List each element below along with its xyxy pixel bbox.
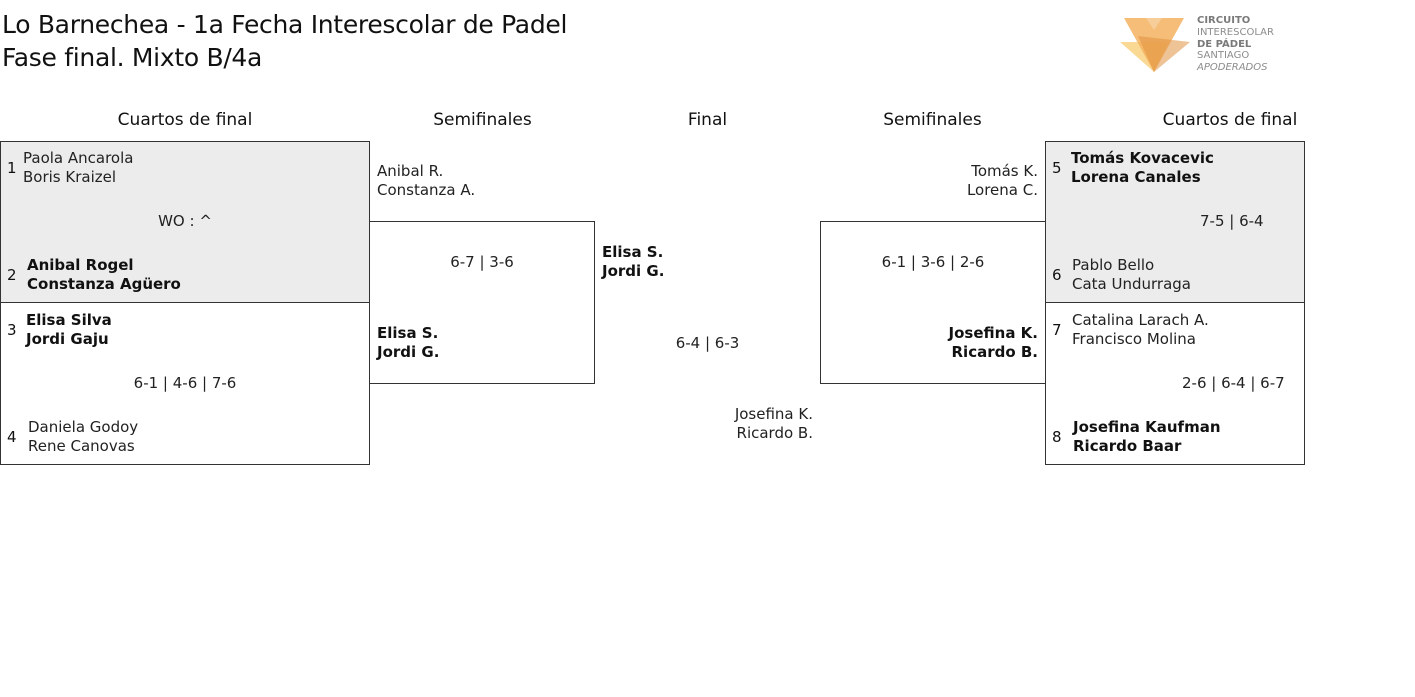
round-header-right-semis: Semifinales [883,110,982,130]
logo-line-3: DE PÁDEL [1197,38,1252,50]
team-catalina-francisco: Catalina Larach A. Francisco Molina [1072,311,1209,349]
seed-number: 7 [1052,321,1062,339]
team-anibal-constanza: Anibal R. Constanza A. [377,162,475,200]
player-name: Anibal R. [377,162,444,180]
seed-number: 2 [7,266,17,284]
player-name: Cata Undurraga [1072,275,1191,293]
logo-triangle-icon [1120,18,1190,72]
player-name: Anibal Rogel [27,256,134,274]
match-box-left-quarter-1 [0,141,370,303]
player-name: Josefina Kaufman [1073,418,1221,436]
match-score: 6-1 | 3-6 | 2-6 [881,253,985,271]
player-name: Constanza Agüero [27,275,181,293]
title-line-1: Lo Barnechea - 1a Fecha Interescolar de … [2,10,568,39]
match-score: 2-6 | 6-4 | 6-7 [1182,374,1285,392]
logo-line-5: APODERADOS [1197,62,1268,74]
round-header-right-quarters: Cuartos de final [1162,110,1298,130]
player-name: Jordi Gaju [26,330,109,348]
seed-number: 3 [7,321,17,339]
player-name: Tomás Kovacevic [1071,149,1214,167]
player-name: Pablo Bello [1072,256,1155,274]
player-name: Daniela Godoy [28,418,139,436]
team-josefina-ricardo-winner: Josefina K. Ricardo B. [949,324,1038,362]
match-score: 6-1 | 4-6 | 7-6 [133,374,237,392]
match-box-right-semi [820,221,1046,384]
team-paola-boris: Paola Ancarola Boris Kraizel [23,149,133,187]
logo-text: CIRCUITO INTERESCOLAR DE PÁDEL SANTIAGO … [1197,15,1274,74]
logo-line-1: CIRCUITO [1197,15,1251,26]
match-score: 6-7 | 3-6 [450,253,514,271]
seed-number: 4 [7,428,17,446]
team-elisa-jordi-champion: Elisa S. Jordi G. [602,243,664,281]
team-daniela-rene: Daniela Godoy Rene Canovas [28,418,138,456]
team-elisa-jordi-winner: Elisa S. Jordi G. [377,324,439,362]
team-josefina-ricardo-winner: Josefina Kaufman Ricardo Baar [1073,418,1221,456]
player-name: Constanza A. [377,181,476,199]
player-name: Ricardo B. [951,343,1039,361]
player-name: Tomás K. [971,162,1038,180]
match-score: WO : ^ [158,212,212,230]
player-name: Paola Ancarola [23,149,134,167]
circuit-logo: CIRCUITO INTERESCOLAR DE PÁDEL SANTIAGO … [1118,14,1280,76]
team-tomas-lorena: Tomás K. Lorena C. [967,162,1038,200]
page-title: Lo Barnechea - 1a Fecha Interescolar de … [2,8,567,74]
player-name: Catalina Larach A. [1072,311,1209,329]
logo-line-2: INTERESCOLAR [1197,26,1274,38]
player-name: Josefina K. [734,405,813,423]
player-name: Boris Kraizel [23,168,117,186]
match-box-right-quarter-2 [1045,302,1305,465]
player-name: Lorena Canales [1071,168,1201,186]
player-name: Rene Canovas [28,437,135,455]
seed-number: 8 [1052,428,1062,446]
player-name: Ricardo B. [736,424,813,442]
team-pablo-cata: Pablo Bello Cata Undurraga [1072,256,1191,294]
player-name: Jordi G. [377,343,440,361]
round-header-left-quarters: Cuartos de final [117,110,253,130]
title-line-2: Fase final. Mixto B/4a [2,43,263,72]
round-header-final: Final [687,110,728,130]
team-elisa-jordi-winner: Elisa Silva Jordi Gaju [26,311,112,349]
player-name: Jordi G. [602,262,665,280]
team-anibal-constanza-winner: Anibal Rogel Constanza Agüero [27,256,181,294]
logo-line-4: SANTIAGO [1197,50,1250,62]
round-header-left-semis: Semifinales [433,110,532,130]
player-name: Elisa Silva [26,311,112,329]
match-score: 6-4 | 6-3 [675,334,740,352]
player-name: Lorena C. [966,181,1038,199]
player-name: Francisco Molina [1072,330,1196,348]
player-name: Elisa S. [602,243,664,261]
seed-number: 1 [7,159,17,177]
match-score: 7-5 | 6-4 [1200,212,1264,230]
player-name: Josefina K. [948,324,1038,342]
team-josefina-ricardo: Josefina K. Ricardo B. [735,405,813,443]
team-tomas-lorena-winner: Tomás Kovacevic Lorena Canales [1071,149,1214,187]
player-name: Ricardo Baar [1073,437,1182,455]
seed-number: 6 [1052,266,1062,284]
seed-number: 5 [1052,159,1062,177]
player-name: Elisa S. [377,324,439,342]
match-box-left-semi [369,221,595,384]
